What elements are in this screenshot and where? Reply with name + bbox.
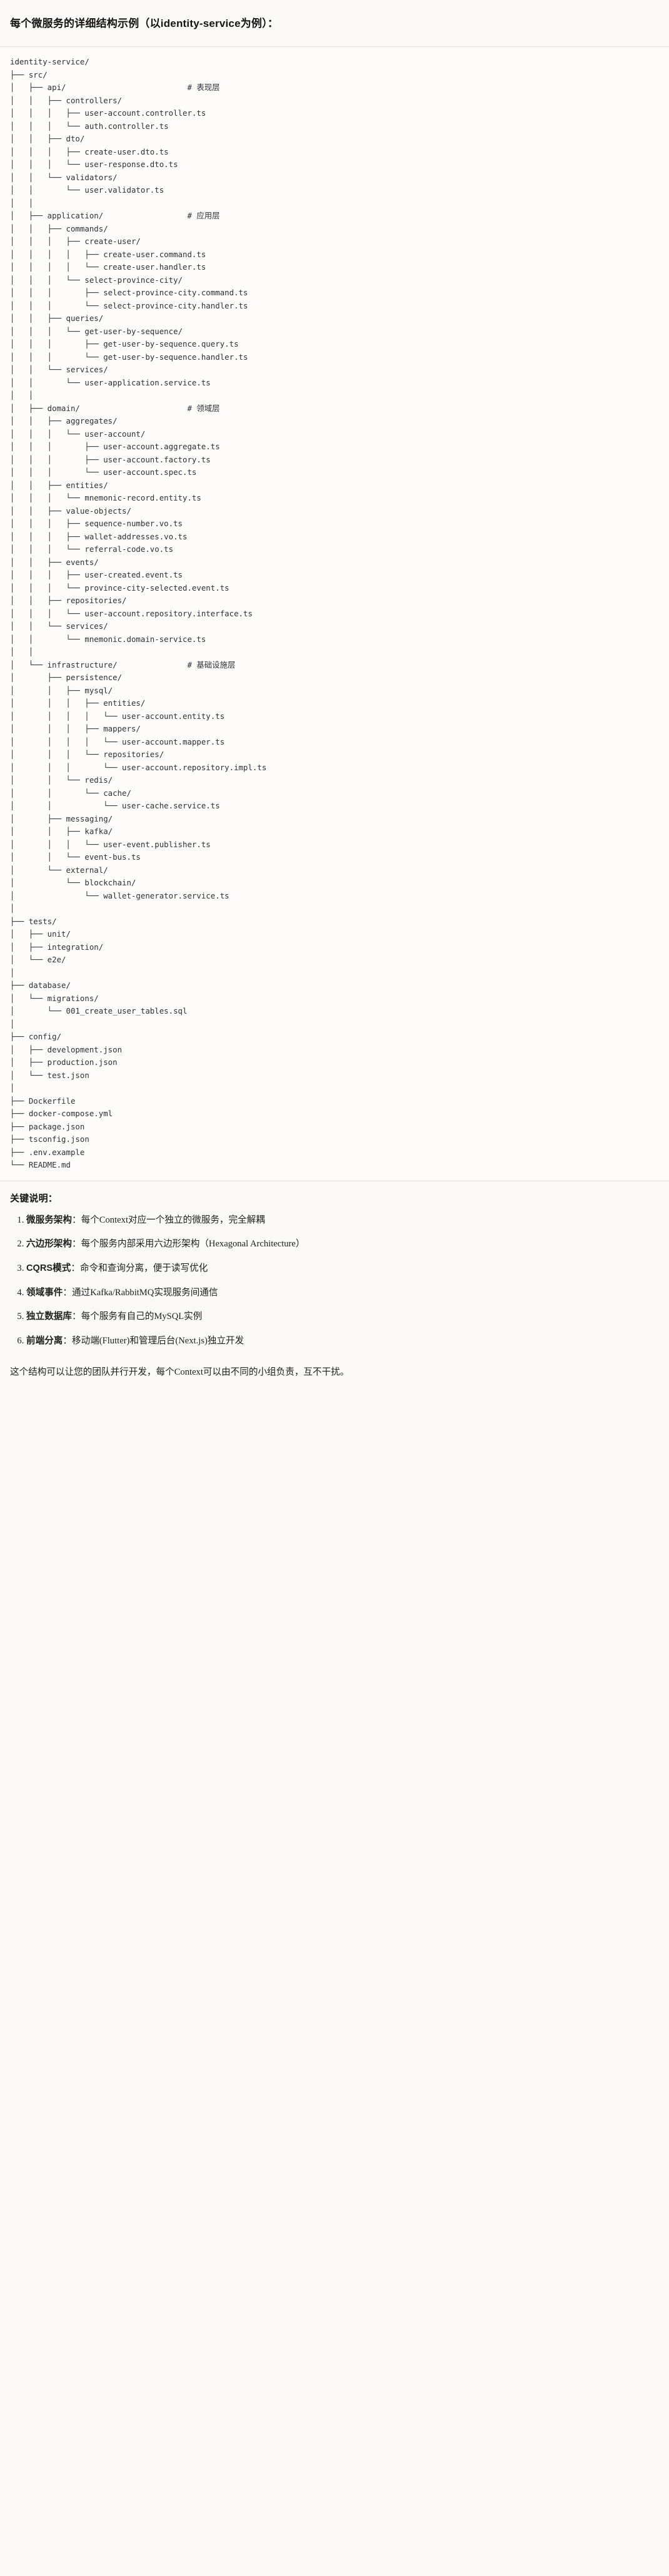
directory-tree-block: identity-service/ ├── src/ │ ├── api/ # …: [0, 47, 669, 1181]
page-title: 每个微服务的详细结构示例（以identity-service为例）：: [10, 18, 279, 30]
title-divider: [0, 46, 669, 48]
key-point-separator: ：: [63, 1335, 72, 1346]
key-point-separator: ：: [71, 1214, 81, 1225]
key-point-term: 前端分离: [26, 1335, 63, 1346]
key-point-description: 每个Context对应一个独立的微服务，完全解耦: [81, 1214, 265, 1225]
key-point-description: 每个服务有自己的MySQL实例: [81, 1311, 203, 1322]
key-point-item: 前端分离：移动端(Flutter)和管理后台(Next.js)独立开发: [26, 1334, 659, 1348]
document-page: 每个微服务的详细结构示例（以identity-service为例）： ident…: [0, 7, 669, 1393]
key-point-description: 每个服务内部采用六边形架构（Hexagonal Architecture）: [81, 1239, 305, 1250]
key-point-item: 微服务架构：每个Context对应一个独立的微服务，完全解耦: [26, 1213, 659, 1228]
directory-tree: identity-service/ ├── src/ │ ├── api/ # …: [10, 57, 267, 1170]
key-point-term: 独立数据库: [26, 1311, 72, 1322]
key-point-term: 六边形架构: [26, 1239, 72, 1250]
key-point-item: CQRS模式：命令和查询分离，便于读写优化: [26, 1261, 659, 1276]
key-point-description: 通过Kafka/RabbitMQ实现服务间通信: [72, 1287, 218, 1298]
key-points-list: 微服务架构：每个Context对应一个独立的微服务，完全解耦六边形架构：每个服务…: [10, 1213, 659, 1348]
key-point-description: 移动端(Flutter)和管理后台(Next.js)独立开发: [72, 1335, 244, 1346]
key-point-term: 领域事件: [26, 1287, 63, 1298]
key-point-separator: ：: [71, 1263, 80, 1273]
key-point-item: 独立数据库：每个服务有自己的MySQL实例: [26, 1310, 659, 1324]
key-point-separator: ：: [71, 1311, 81, 1322]
closing-paragraph: 这个结构可以让您的团队并行开发，每个Context可以由不同的小组负责，互不干扰…: [10, 1367, 350, 1378]
key-point-term: 微服务架构: [26, 1214, 72, 1225]
key-point-item: 六边形架构：每个服务内部采用六边形架构（Hexagonal Architectu…: [26, 1237, 659, 1251]
key-point-item: 领域事件：通过Kafka/RabbitMQ实现服务间通信: [26, 1286, 659, 1300]
key-point-separator: ：: [63, 1287, 72, 1298]
key-point-separator: ：: [71, 1239, 81, 1250]
key-point-term: CQRS模式: [26, 1263, 71, 1273]
key-point-description: 命令和查询分离，便于读写优化: [79, 1263, 208, 1273]
key-notes-section: 关键说明： 微服务架构：每个Context对应一个独立的微服务，完全解耦六边形架…: [0, 1181, 669, 1362]
key-notes-heading: 关键说明：: [10, 1193, 58, 1204]
